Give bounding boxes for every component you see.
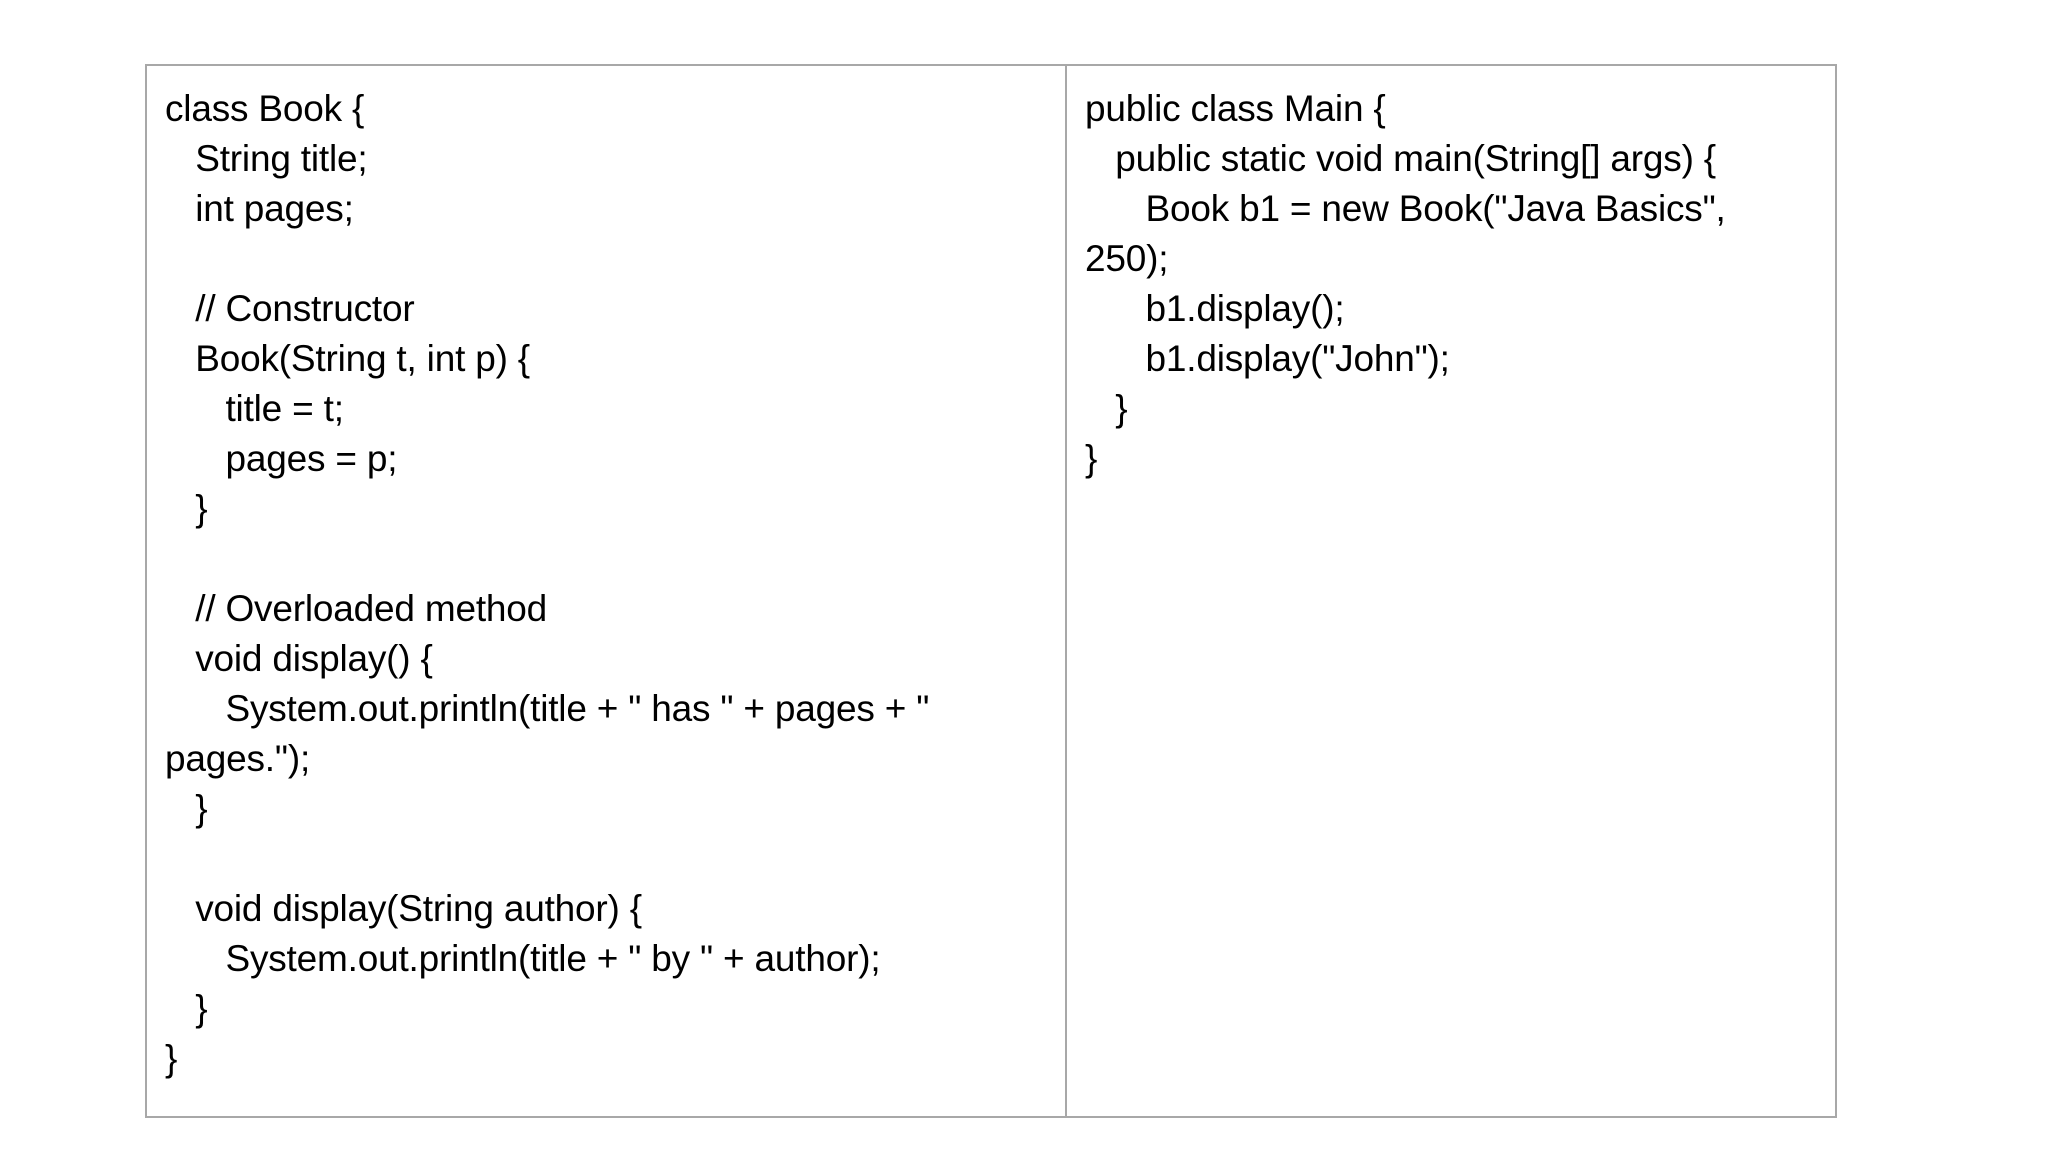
code-line: // Overloaded method bbox=[165, 588, 548, 629]
code-block-book-class[interactable]: class Book { String title; int pages; //… bbox=[165, 84, 1051, 1084]
code-comparison-table: class Book { String title; int pages; //… bbox=[145, 64, 1837, 1118]
code-line: } bbox=[165, 488, 208, 529]
code-line: b1.display("John"); bbox=[1085, 338, 1450, 379]
code-line: } bbox=[165, 1038, 178, 1079]
code-line: void display() { bbox=[165, 638, 433, 679]
code-line: public static void main(String[] args) { bbox=[1085, 138, 1716, 179]
code-line: // Constructor bbox=[165, 288, 415, 329]
table-cell-main-class: public class Main { public static void m… bbox=[1067, 66, 1835, 1116]
code-line: } bbox=[1085, 438, 1098, 479]
code-line bbox=[165, 234, 1051, 284]
code-line: System.out.println(title + " has " + pag… bbox=[165, 688, 930, 729]
code-line: pages."); bbox=[165, 738, 311, 779]
code-line: Book(String t, int p) { bbox=[165, 338, 530, 379]
code-block-main-class[interactable]: public class Main { public static void m… bbox=[1085, 84, 1821, 484]
code-line: title = t; bbox=[165, 388, 344, 429]
code-line: pages = p; bbox=[165, 438, 398, 479]
code-line: } bbox=[165, 988, 208, 1029]
code-line: class Book { bbox=[165, 88, 365, 129]
table-cell-book-class: class Book { String title; int pages; //… bbox=[147, 66, 1067, 1116]
code-line: System.out.println(title + " by " + auth… bbox=[165, 938, 881, 979]
code-line bbox=[165, 834, 1051, 884]
code-line: void display(String author) { bbox=[165, 888, 642, 929]
code-line: public class Main { bbox=[1085, 88, 1386, 129]
code-line: } bbox=[1085, 388, 1128, 429]
code-line: } bbox=[165, 788, 208, 829]
code-line: String title; bbox=[165, 138, 368, 179]
code-line: int pages; bbox=[165, 188, 354, 229]
code-line: 250); bbox=[1085, 238, 1169, 279]
code-line bbox=[165, 534, 1051, 584]
code-line: Book b1 = new Book("Java Basics", bbox=[1085, 188, 1726, 229]
code-line: b1.display(); bbox=[1085, 288, 1345, 329]
